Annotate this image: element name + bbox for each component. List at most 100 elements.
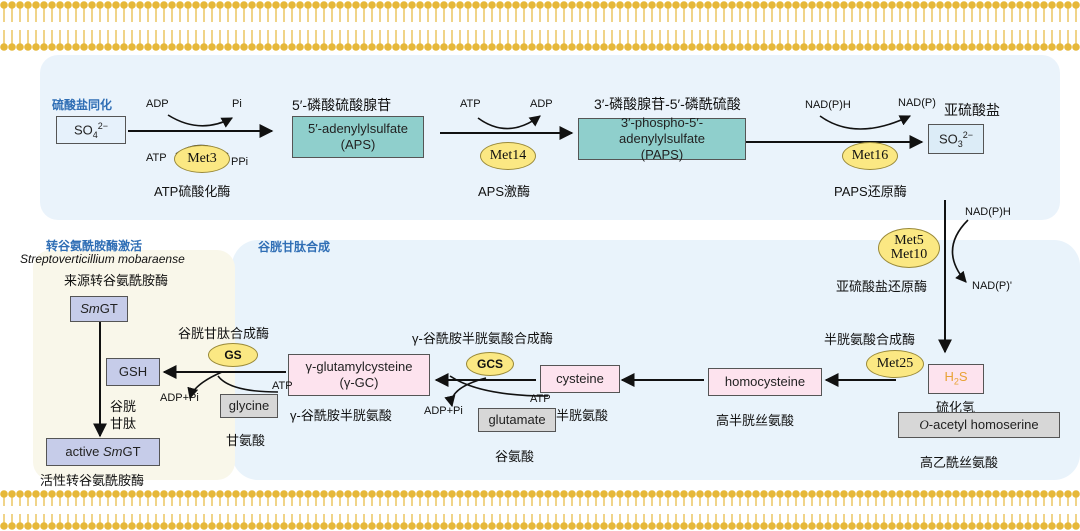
- lipid-head: [592, 1, 600, 9]
- lipid-head: [736, 490, 744, 498]
- lipid-head: [400, 43, 408, 51]
- lipid-head: [560, 1, 568, 9]
- lipid-head: [944, 43, 952, 51]
- source-chinese-label: 来源转谷氨酰胺酶: [64, 273, 169, 288]
- paps-chinese-label: 3′-磷酸腺苷-5′-磷酰硫酸: [594, 96, 741, 112]
- lipid-head: [1016, 1, 1024, 9]
- cofactor-nadp-1: NAD(P): [898, 97, 936, 109]
- lipid-head: [728, 43, 736, 51]
- lipid-head: [872, 522, 880, 530]
- lipid-head: [672, 1, 680, 9]
- lipid-head: [384, 522, 392, 530]
- lipid-head: [232, 1, 240, 9]
- lipid-head: [856, 490, 864, 498]
- lipid-head: [528, 1, 536, 9]
- smgt-box: SmGT: [70, 296, 128, 322]
- lipid-head: [48, 522, 56, 530]
- lipid-head: [168, 490, 176, 498]
- lipid-head: [80, 43, 88, 51]
- lipid-head: [0, 490, 8, 498]
- lipid-head: [64, 43, 72, 51]
- lipid-head: [16, 43, 24, 51]
- cofactor-nadph-2: NAD(P)H: [965, 206, 1011, 218]
- lipid-head: [544, 490, 552, 498]
- lipid-head: [120, 1, 128, 9]
- lipid-head: [456, 490, 464, 498]
- lipid-head: [192, 43, 200, 51]
- lipid-head: [184, 1, 192, 9]
- lipid-head: [928, 522, 936, 530]
- lipid-head: [928, 490, 936, 498]
- lipid-head: [104, 522, 112, 530]
- lipid-head: [656, 522, 664, 530]
- homocysteine-chinese-label: 高半胱丝氨酸: [716, 413, 795, 428]
- lipid-head: [800, 43, 808, 51]
- gsh-box: GSH: [106, 358, 160, 386]
- lipid-head: [232, 43, 240, 51]
- lipid-head: [888, 43, 896, 51]
- lipid-head: [632, 490, 640, 498]
- lipid-head: [464, 1, 472, 9]
- lipid-head: [1000, 1, 1008, 9]
- lipid-head: [328, 522, 336, 530]
- lipid-head: [304, 490, 312, 498]
- lipid-head: [680, 490, 688, 498]
- lipid-head: [1016, 490, 1024, 498]
- lipid-head: [40, 522, 48, 530]
- lipid-head: [208, 522, 216, 530]
- lipid-head: [416, 43, 424, 51]
- lipid-head: [768, 43, 776, 51]
- lipid-head: [400, 490, 408, 498]
- lipid-head: [160, 490, 168, 498]
- lipid-head: [464, 490, 472, 498]
- lipid-head: [752, 1, 760, 9]
- lipid-head: [1048, 490, 1056, 498]
- lipid-head: [680, 43, 688, 51]
- lipid-head: [32, 43, 40, 51]
- lipid-head: [368, 522, 376, 530]
- lipid-head: [352, 43, 360, 51]
- lipid-head: [280, 1, 288, 9]
- lipid-head: [688, 522, 696, 530]
- lipid-head: [184, 522, 192, 530]
- lipid-head: [352, 1, 360, 9]
- lipid-head: [480, 1, 488, 9]
- lipid-head: [688, 490, 696, 498]
- lipid-head: [728, 1, 736, 9]
- lipid-head: [864, 43, 872, 51]
- lipid-head: [736, 522, 744, 530]
- lipid-head: [56, 522, 64, 530]
- lipid-head: [912, 490, 920, 498]
- lipid-head: [840, 43, 848, 51]
- lipid-head: [536, 43, 544, 51]
- enzyme-met14-label: APS激酶: [478, 184, 531, 199]
- lipid-head: [80, 1, 88, 9]
- lipid-head: [56, 1, 64, 9]
- lipid-head: [120, 490, 128, 498]
- cofactor-atp-1: ATP: [146, 152, 167, 164]
- lipid-head: [992, 490, 1000, 498]
- lipid-head: [128, 1, 136, 9]
- lipid-head: [912, 522, 920, 530]
- lipid-head: [640, 490, 648, 498]
- lipid-head: [72, 43, 80, 51]
- lipid-head: [1048, 522, 1056, 530]
- lipid-head: [96, 1, 104, 9]
- enzyme-met3: Met3: [174, 145, 230, 173]
- lipid-head: [264, 43, 272, 51]
- lipid-head: [848, 522, 856, 530]
- lipid-head: [168, 43, 176, 51]
- lipid-head: [0, 522, 8, 530]
- lipid-head: [960, 522, 968, 530]
- cofactor-ppi-1: PPi: [231, 156, 249, 168]
- lipid-head: [360, 490, 368, 498]
- lipid-head: [392, 1, 400, 9]
- lipid-head: [64, 490, 72, 498]
- lipid-head: [560, 490, 568, 498]
- lipid-head: [464, 43, 472, 51]
- lipid-head: [112, 522, 120, 530]
- lipid-head: [1040, 490, 1048, 498]
- lipid-head: [976, 522, 984, 530]
- enzyme-gs-label: 谷胱甘肽合成酶: [178, 326, 270, 341]
